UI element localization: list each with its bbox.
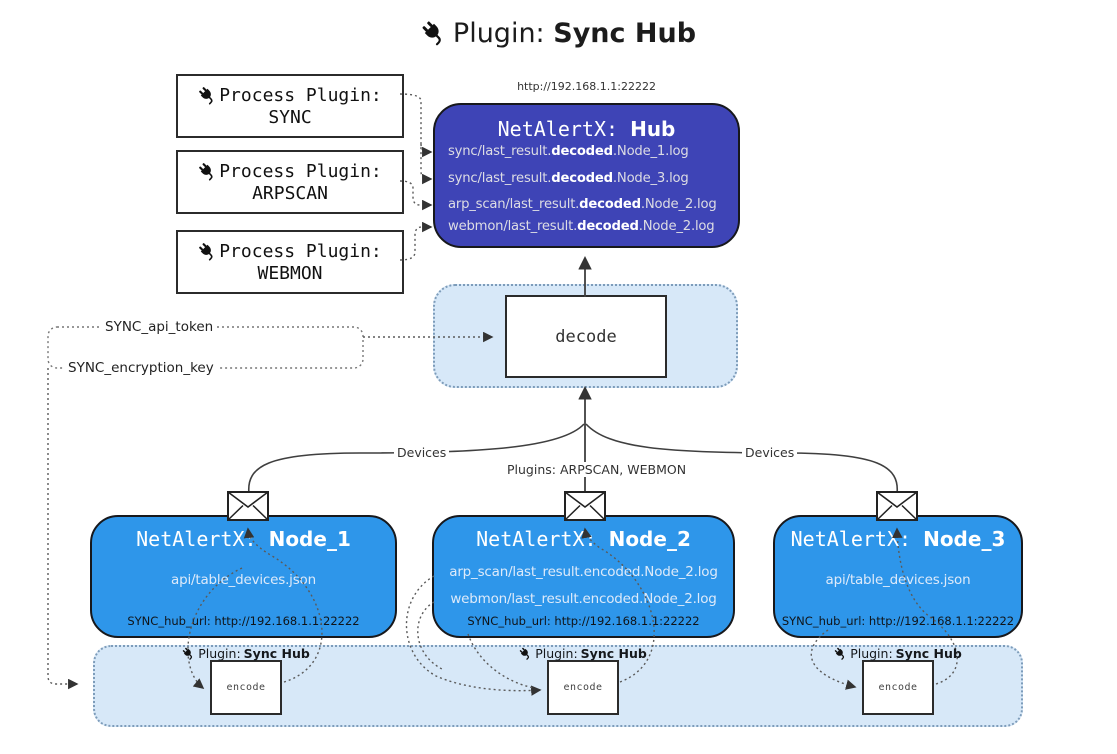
encode-label: encode bbox=[563, 682, 603, 693]
entry-post: .Node_1.log bbox=[612, 144, 689, 159]
entry-post: .Node_2.log bbox=[640, 197, 717, 212]
encoder-plugin-prefix: Plugin: bbox=[850, 646, 893, 661]
node-title-prefix: NetAlertX: bbox=[790, 527, 924, 551]
plug-icon bbox=[199, 86, 213, 105]
encoder-plugin-name: Sync Hub bbox=[580, 646, 647, 661]
process-plugin-label: Process Plugin: bbox=[219, 160, 382, 182]
process-plugin-name: ARPSCAN bbox=[252, 182, 328, 204]
node-file: api/table_devices.json bbox=[171, 572, 316, 588]
entry-bold: decoded bbox=[551, 144, 613, 159]
hub-log-entry: sync/last_result.decoded.Node_1.log bbox=[448, 144, 738, 164]
netalertx-hub-box: NetAlertX: Hub sync/last_result.decoded.… bbox=[433, 103, 740, 248]
node-title: NetAlertX: Node_1 bbox=[92, 527, 395, 551]
entry-bold: decoded bbox=[551, 171, 613, 186]
plug-icon bbox=[182, 647, 193, 660]
edge-sync-to-hub-line2 bbox=[420, 143, 433, 158]
encoder-plugin-name: Sync Hub bbox=[895, 646, 962, 661]
hub-log-entry: arp_scan/last_result.decoded.Node_2.log bbox=[448, 197, 738, 217]
sync-api-token-label: SYNC_api_token bbox=[101, 319, 218, 335]
decode-label: decode bbox=[555, 326, 617, 347]
plugins-middle-label: Plugins: ARPSCAN, WEBMON bbox=[504, 462, 690, 477]
hub-log-entry: sync/last_result.decoded.Node_3.log bbox=[448, 171, 738, 191]
plug-icon bbox=[422, 21, 441, 46]
node-title-name: Node_1 bbox=[268, 527, 351, 551]
entry-bold: decoded bbox=[577, 219, 639, 234]
title-prefix: Plugin: bbox=[452, 18, 545, 49]
entry-post: .Node_2.log bbox=[638, 219, 715, 234]
netalertx-node1-box: NetAlertX: Node_1 api/table_devices.json… bbox=[90, 515, 397, 638]
plug-icon bbox=[199, 162, 213, 181]
node-file: webmon/last_result.encoded.Node_2.log bbox=[450, 591, 717, 607]
process-plugin-webmon-box: Process Plugin: WEBMON bbox=[176, 230, 404, 294]
decode-box: decode bbox=[505, 295, 667, 378]
sync-encryption-key-label: SYNC_encryption_key bbox=[64, 360, 218, 376]
edge-sync-to-hub-line1 bbox=[399, 93, 433, 185]
plug-icon bbox=[834, 647, 845, 660]
node-file: arp_scan/last_result.encoded.Node_2.log bbox=[449, 564, 718, 580]
node-title-name: Node_3 bbox=[923, 527, 1006, 551]
netalertx-node2-box: NetAlertX: Node_2 arp_scan/last_result.e… bbox=[432, 515, 735, 638]
encode-label: encode bbox=[878, 682, 918, 693]
edge-key-to-encode-panel bbox=[47, 368, 79, 690]
encoder-plugin-prefix: Plugin: bbox=[535, 646, 578, 661]
node-title: NetAlertX: Node_2 bbox=[434, 527, 733, 551]
entry-pre: sync/last_result. bbox=[448, 144, 552, 159]
node-title-name: Node_2 bbox=[608, 527, 691, 551]
plug-icon bbox=[519, 647, 530, 660]
hub-url-label: http://192.168.1.1:22222 bbox=[517, 80, 656, 93]
node-hub-url: SYNC_hub_url: http://192.168.1.1:22222 bbox=[127, 614, 360, 628]
entry-pre: arp_scan/last_result. bbox=[448, 197, 580, 212]
entry-post: .Node_3.log bbox=[612, 171, 689, 186]
process-plugin-arpscan-box: Process Plugin: ARPSCAN bbox=[176, 150, 404, 214]
encoder-plugin-label: Plugin: Sync Hub bbox=[166, 646, 326, 661]
encoder-plugin-prefix: Plugin: bbox=[198, 646, 241, 661]
title-name: Sync Hub bbox=[553, 18, 697, 49]
devices-left-label: Devices bbox=[394, 445, 450, 460]
hub-title: NetAlertX: Hub bbox=[435, 117, 738, 141]
node-hub-url: SYNC_hub_url: http://192.168.1.1:22222 bbox=[781, 614, 1015, 628]
process-plugin-name: WEBMON bbox=[257, 262, 323, 284]
node-title-prefix: NetAlertX: bbox=[136, 527, 269, 551]
netalertx-node3-box: NetAlertX: Node_3 api/table_devices.json… bbox=[773, 515, 1023, 638]
process-plugin-label: Process Plugin: bbox=[219, 84, 382, 106]
encoder-plugin-label: Plugin: Sync Hub bbox=[818, 646, 978, 661]
hub-title-prefix: NetAlertX: bbox=[497, 117, 631, 141]
entry-pre: sync/last_result. bbox=[448, 171, 552, 186]
encode-box: encode bbox=[862, 660, 934, 715]
node-title: NetAlertX: Node_3 bbox=[775, 527, 1021, 551]
node-file: api/table_devices.json bbox=[825, 572, 971, 588]
encoder-plugin-label: Plugin: Sync Hub bbox=[503, 646, 663, 661]
edge-arpscan-to-hub bbox=[399, 180, 433, 211]
hub-log-entry: webmon/last_result.decoded.Node_2.log bbox=[448, 219, 738, 239]
entry-bold: decoded bbox=[579, 197, 641, 212]
node-title-prefix: NetAlertX: bbox=[476, 527, 609, 551]
process-plugin-label: Process Plugin: bbox=[219, 240, 382, 262]
process-plugin-sync-box: Process Plugin: SYNC bbox=[176, 74, 404, 138]
process-plugin-name: SYNC bbox=[268, 106, 312, 128]
node-hub-url: SYNC_hub_url: http://192.168.1.1:22222 bbox=[467, 614, 700, 628]
entry-pre: webmon/last_result. bbox=[448, 219, 578, 234]
encoder-plugin-name: Sync Hub bbox=[243, 646, 310, 661]
edge-webmon-to-hub bbox=[399, 221, 433, 261]
plug-icon bbox=[199, 242, 213, 261]
encode-box: encode bbox=[547, 660, 619, 715]
encode-label: encode bbox=[226, 682, 266, 693]
devices-right-label: Devices bbox=[742, 445, 798, 460]
encode-box: encode bbox=[210, 660, 282, 715]
hub-title-name: Hub bbox=[630, 117, 676, 141]
page-title: Plugin: Sync Hub bbox=[0, 18, 1117, 49]
